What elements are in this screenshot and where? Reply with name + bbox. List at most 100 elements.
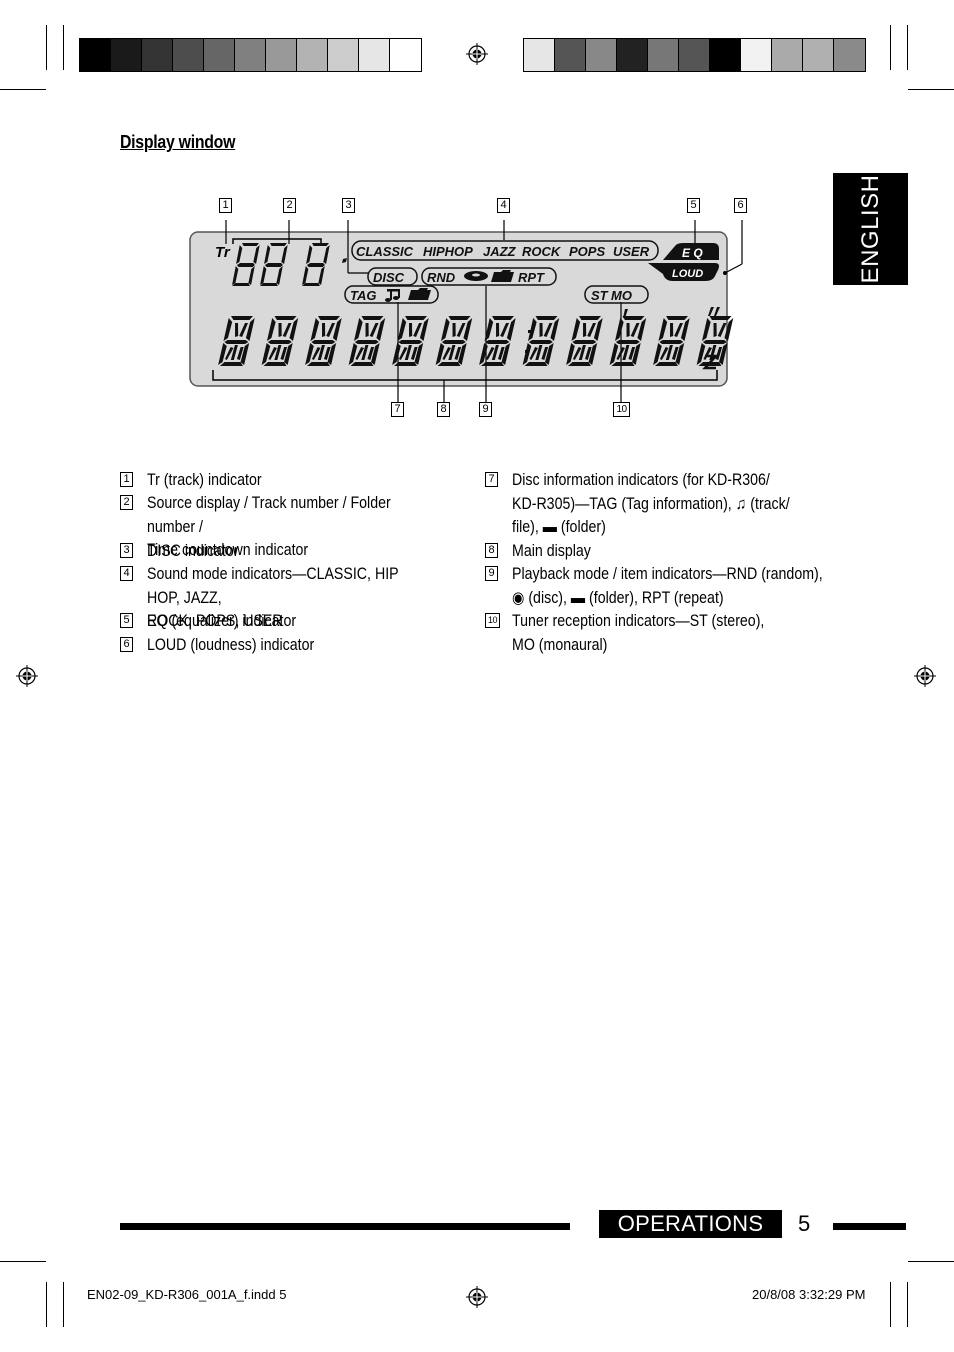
registration-mark-icon — [16, 665, 38, 687]
music-note-icon — [385, 289, 400, 302]
registration-mark-icon — [466, 43, 488, 65]
color-swatch — [80, 39, 111, 71]
crop-mark — [63, 25, 64, 70]
callout-10: 10 — [613, 402, 630, 417]
color-swatch — [648, 39, 679, 71]
color-swatch — [142, 39, 173, 71]
color-swatch — [390, 39, 421, 71]
color-swatch-bar-left — [79, 38, 422, 72]
tr-indicator: Tr — [215, 244, 231, 261]
registration-mark-icon — [914, 665, 936, 687]
callout-8: 8 — [437, 402, 450, 417]
crop-mark — [46, 1282, 47, 1327]
color-swatch — [328, 39, 359, 71]
loud-label: LOUD — [672, 268, 703, 280]
callout-3: 3 — [342, 198, 355, 213]
mo-indicator: MO — [611, 288, 632, 303]
crop-mark — [63, 1282, 64, 1327]
mode-rock: ROCK — [522, 244, 562, 259]
crop-mark — [46, 25, 47, 70]
crop-mark — [0, 89, 46, 90]
callout-7: 7 — [391, 402, 404, 417]
page-number: 5 — [798, 1211, 811, 1236]
language-tab: ENGLISH — [833, 173, 908, 285]
file-slug: EN02-09_KD-R306_001A_f.indd 5 — [87, 1287, 287, 1302]
loud-indicator — [648, 263, 719, 281]
callout-5: 5 — [687, 198, 700, 213]
crop-mark — [907, 25, 908, 70]
section-title: Display window — [120, 132, 236, 152]
color-swatch — [772, 39, 803, 71]
disc-indicator: DISC — [373, 270, 405, 285]
color-swatch — [111, 39, 142, 71]
registration-mark-icon — [466, 1286, 488, 1308]
color-swatch — [710, 39, 741, 71]
crop-mark — [908, 1261, 954, 1262]
color-swatch — [204, 39, 235, 71]
lcd-display-diagram: Tr CLASSIC HIPHOP JAZZ ROCK POPS USER E … — [189, 220, 743, 402]
legend-number: 2 — [120, 495, 133, 510]
color-swatch — [679, 39, 710, 71]
mode-pops: POPS — [569, 244, 605, 259]
mode-user: USER — [613, 244, 650, 259]
color-swatch — [524, 39, 555, 71]
mode-classic: CLASSIC — [356, 244, 414, 259]
callout-9: 9 — [479, 402, 492, 417]
color-swatch — [235, 39, 266, 71]
legend-text: EQ (equalizer) indicator — [147, 612, 297, 630]
legend-text: Main display — [512, 542, 591, 560]
legend-number: 9 — [485, 566, 498, 581]
color-swatch — [173, 39, 204, 71]
eq-indicator — [663, 243, 719, 260]
legend-text: Source display / Track number / Folder n… — [147, 494, 391, 560]
color-swatch — [617, 39, 648, 71]
color-swatch — [266, 39, 297, 71]
crop-mark — [0, 1261, 46, 1262]
color-swatch — [359, 39, 390, 71]
color-swatch — [555, 39, 586, 71]
legend-number: 1 — [120, 472, 133, 487]
mode-jazz: JAZZ — [483, 244, 517, 259]
color-swatch — [803, 39, 834, 71]
footer-rule — [833, 1223, 906, 1230]
legend-number: 5 — [120, 613, 133, 628]
crop-mark — [890, 25, 891, 70]
legend-text: Tr (track) indicator — [147, 471, 262, 489]
mode-hiphop: HIPHOP — [423, 244, 473, 259]
legend-number: 4 — [120, 566, 133, 581]
legend-number: 6 — [120, 637, 133, 652]
callout-1: 1 — [219, 198, 232, 213]
eq-label: E Q — [682, 246, 703, 260]
color-swatch-bar-right — [523, 38, 866, 72]
legend-number: 8 — [485, 543, 498, 558]
footer-rule — [120, 1223, 570, 1230]
color-swatch — [297, 39, 328, 71]
crop-mark — [907, 1282, 908, 1327]
color-swatch — [586, 39, 617, 71]
legend-text: Playback mode / item indicators—RND (ran… — [512, 565, 823, 607]
legend-text: Sound mode indicators—CLASSIC, HIP HOP, … — [147, 565, 399, 631]
color-swatch — [834, 39, 865, 71]
crop-mark — [890, 1282, 891, 1327]
callout-4: 4 — [497, 198, 510, 213]
callout-6: 6 — [734, 198, 747, 213]
legend-text: LOUD (loudness) indicator — [147, 636, 315, 654]
folder-icon — [408, 288, 431, 300]
legend-text: Tuner reception indicators—ST (stereo), … — [512, 612, 765, 654]
rnd-indicator: RND — [427, 270, 456, 285]
st-indicator: ST — [591, 288, 609, 303]
legend-number: 7 — [485, 472, 498, 487]
legend-text: DISC indicator — [147, 542, 239, 560]
legend-number: 3 — [120, 543, 133, 558]
date-slug: 20/8/08 3:32:29 PM — [752, 1287, 866, 1302]
legend-number: 10 — [485, 613, 500, 628]
legend-text: Disc information indicators (for KD-R306… — [512, 471, 790, 537]
callout-2: 2 — [283, 198, 296, 213]
section-label: OPERATIONS — [599, 1210, 782, 1238]
language-tab-label: ENGLISH — [856, 174, 884, 284]
folder-icon — [491, 270, 514, 282]
color-swatch — [741, 39, 772, 71]
rpt-indicator: RPT — [518, 270, 545, 285]
tag-indicator: TAG — [350, 288, 376, 303]
crop-mark — [908, 89, 954, 90]
